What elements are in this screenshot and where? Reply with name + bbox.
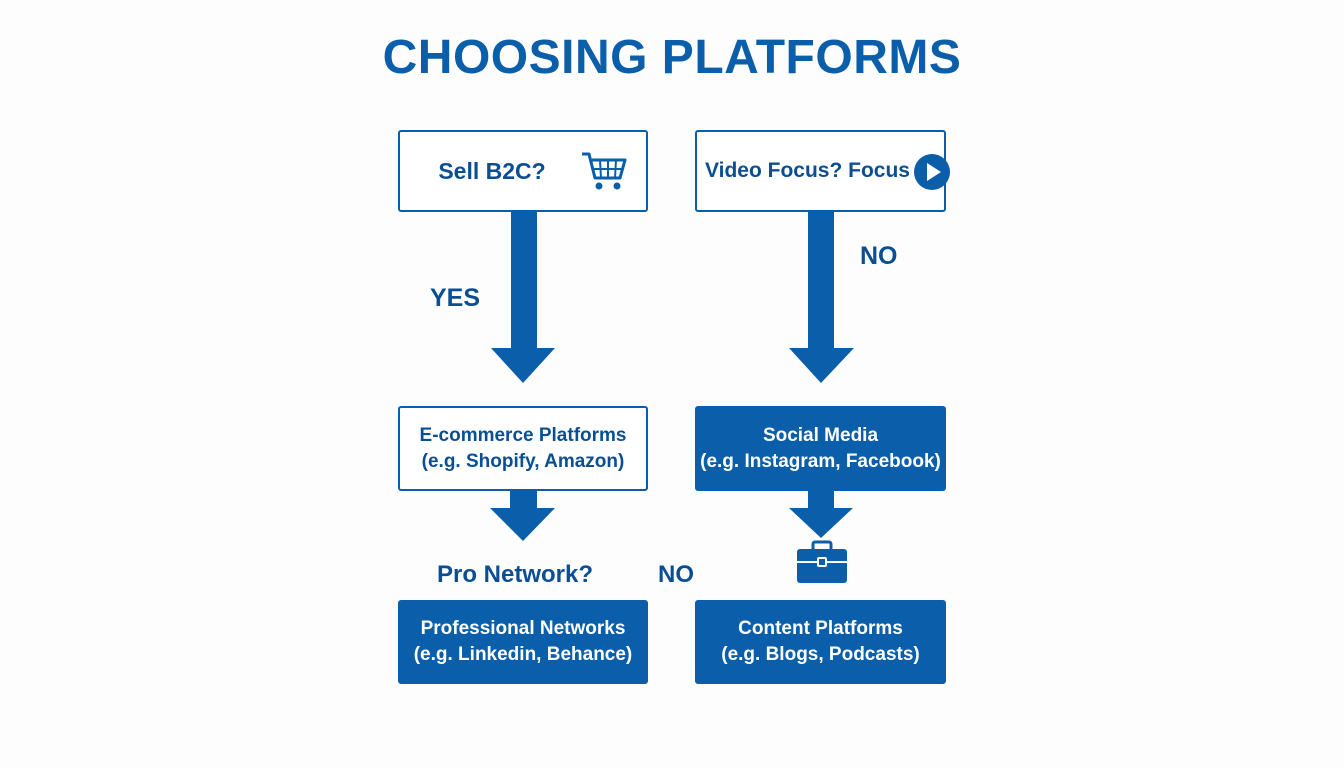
edge-label-no-pro-network: NO [658, 561, 694, 588]
node-social-media: Social Media (e.g. Instagram, Facebook) [695, 406, 946, 491]
node-sell-b2c: Sell B2C? [398, 130, 648, 212]
node-sell-b2c-label: Sell B2C? [438, 157, 546, 184]
arrow-social-down [789, 491, 853, 538]
node-video-focus: Video Focus? Focus [695, 130, 946, 212]
node-ecommerce-examples: (e.g. Shopify, Amazon) [421, 450, 625, 472]
node-social-examples: (e.g. Instagram, Facebook) [700, 450, 941, 472]
node-social-title: Social Media [762, 424, 879, 446]
node-content-title: Content Platforms [738, 618, 903, 639]
shopping-cart-icon [582, 152, 627, 190]
edge-label-no-video: NO [860, 242, 898, 270]
edge-label-yes: YES [430, 284, 481, 312]
node-content-examples: (e.g. Blogs, Podcasts) [721, 644, 920, 665]
arrow-no-video [789, 212, 854, 383]
node-professional-title: Professional Networks [420, 618, 626, 639]
briefcase-icon [797, 540, 847, 583]
node-content-platforms: Content Platforms (e.g. Blogs, Podcasts) [695, 600, 946, 684]
node-ecommerce-title: E-commerce Platforms [419, 424, 627, 446]
arrow-yes [491, 212, 555, 383]
node-video-focus-label: Video Focus? Focus [705, 159, 910, 182]
node-ecommerce-platforms: E-commerce Platforms (e.g. Shopify, Amaz… [398, 406, 648, 491]
node-professional-examples: (e.g. Linkedin, Behance) [413, 644, 633, 665]
node-professional-networks: Professional Networks (e.g. Linkedin, Be… [398, 600, 648, 684]
play-icon [914, 154, 950, 190]
node-pro-network-question: Pro Network? [437, 561, 594, 588]
diagram-title: CHOOSING PLATFORMS [382, 31, 962, 84]
arrow-ecommerce-down [490, 491, 555, 541]
